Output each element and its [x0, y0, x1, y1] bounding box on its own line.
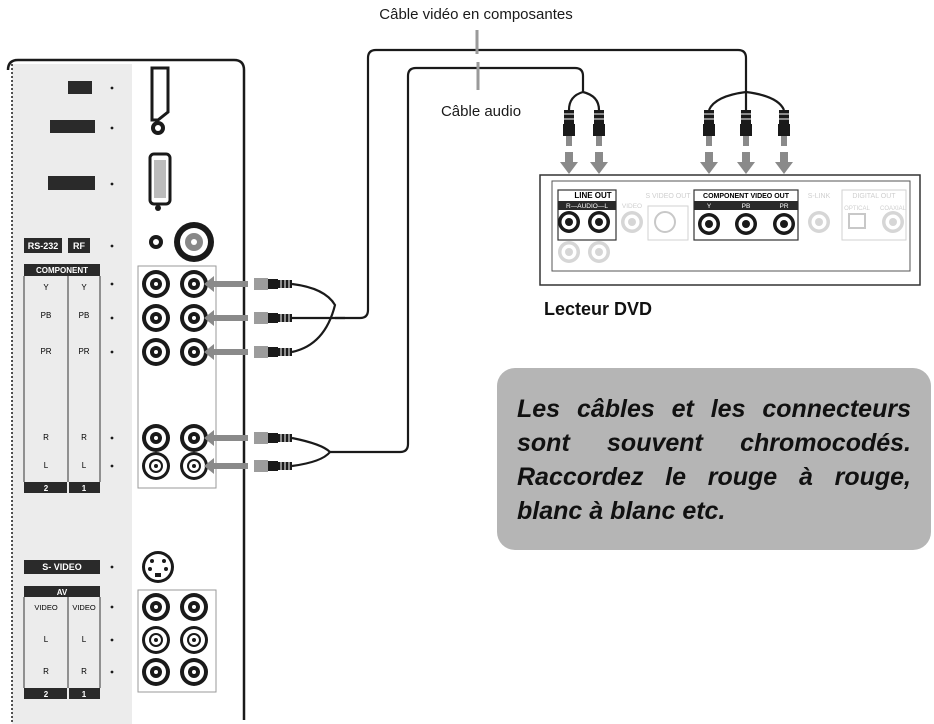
av-text: AV	[57, 588, 68, 597]
cables	[291, 48, 786, 468]
dvd-video: VIDEO	[622, 203, 642, 210]
note-line-3: Raccordez le rouge à rouge,	[517, 463, 911, 491]
dvd-s-video-out: S VIDEO OUT	[645, 193, 691, 200]
dvd-player-label: Lecteur DVD	[544, 299, 652, 319]
comp-l-1: L	[82, 461, 87, 470]
dvd-digital-out: DIGITAL OUT	[852, 193, 896, 200]
comp-r-2: R	[43, 433, 49, 442]
tv-rear-panel	[6, 58, 246, 724]
tv-top-connectors	[148, 66, 214, 262]
av-l-1: L	[82, 635, 87, 644]
comp-input-2: 2	[44, 484, 49, 493]
comp-pr-2: PR	[40, 347, 51, 356]
component-cable-label: Câble vidéo en composantes	[379, 6, 572, 23]
tv-rs232-label: RS-232 RF	[24, 238, 90, 253]
av-r-1: R	[81, 667, 87, 676]
dvd-s-link: S-LINK	[808, 193, 831, 200]
dvd-rear-panel: LINE OUT R—AUDIO—L VIDEO S VIDEO OUT COM…	[539, 174, 921, 286]
tv-av-section: S- VIDEO AV VIDEO VIDEO L L R R 2 1	[23, 551, 217, 699]
dvd-side-plugs	[562, 109, 791, 147]
note-line-1: Les câbles et les connecteurs	[517, 395, 911, 423]
av-video-1: VIDEO	[72, 603, 96, 612]
comp-r-1: R	[81, 433, 87, 442]
tv-component-jacks	[137, 265, 217, 489]
svideo-text: S- VIDEO	[42, 562, 82, 572]
comp-pb-2: PB	[41, 311, 52, 320]
av-r-2: R	[43, 667, 49, 676]
comp-input-1: 1	[82, 484, 87, 493]
dvd-comp-pr: PR	[779, 203, 788, 210]
comp-y-2: Y	[43, 283, 49, 292]
comp-y-1: Y	[81, 283, 87, 292]
dvd-component-video-out: COMPONENT VIDEO OUT	[703, 193, 790, 200]
cable-label-ticks	[475, 30, 480, 90]
dvd-coaxial: COAXIAL	[880, 206, 907, 212]
note-line-2: sont souvent chromocodés.	[517, 429, 911, 457]
tv-component-section: COMPONENT Y Y PB PB PR PR R R L L 2 1	[23, 264, 114, 493]
av-input-1: 1	[82, 690, 87, 699]
tv-side-plugs	[253, 277, 293, 473]
dvd-optical: OPTICAL	[844, 206, 870, 212]
dvd-comp-pb: PB	[742, 203, 751, 210]
comp-l-2: L	[44, 461, 49, 470]
dvd-line-out: LINE OUT	[574, 191, 611, 200]
comp-pb-1: PB	[79, 311, 90, 320]
audio-cable-label: Câble audio	[441, 103, 521, 120]
av-l-2: L	[44, 635, 49, 644]
av-input-2: 2	[44, 690, 49, 699]
rs232-text: RS-232	[28, 241, 59, 251]
color-coding-note: Les câbles et les connecteurs sont souve…	[497, 368, 931, 550]
dvd-input-arrows	[560, 152, 793, 174]
tv-input-arrows	[204, 276, 248, 474]
component-text: COMPONENT	[36, 266, 88, 275]
dvd-audio-lr: R—AUDIO—L	[566, 203, 608, 210]
note-line-4: blanc à blanc etc.	[517, 497, 726, 525]
av-video-2: VIDEO	[34, 603, 58, 612]
comp-pr-1: PR	[78, 347, 89, 356]
tv-small-labels	[48, 81, 114, 248]
dvd-comp-y: Y	[707, 203, 712, 210]
rf-text: RF	[73, 241, 85, 251]
